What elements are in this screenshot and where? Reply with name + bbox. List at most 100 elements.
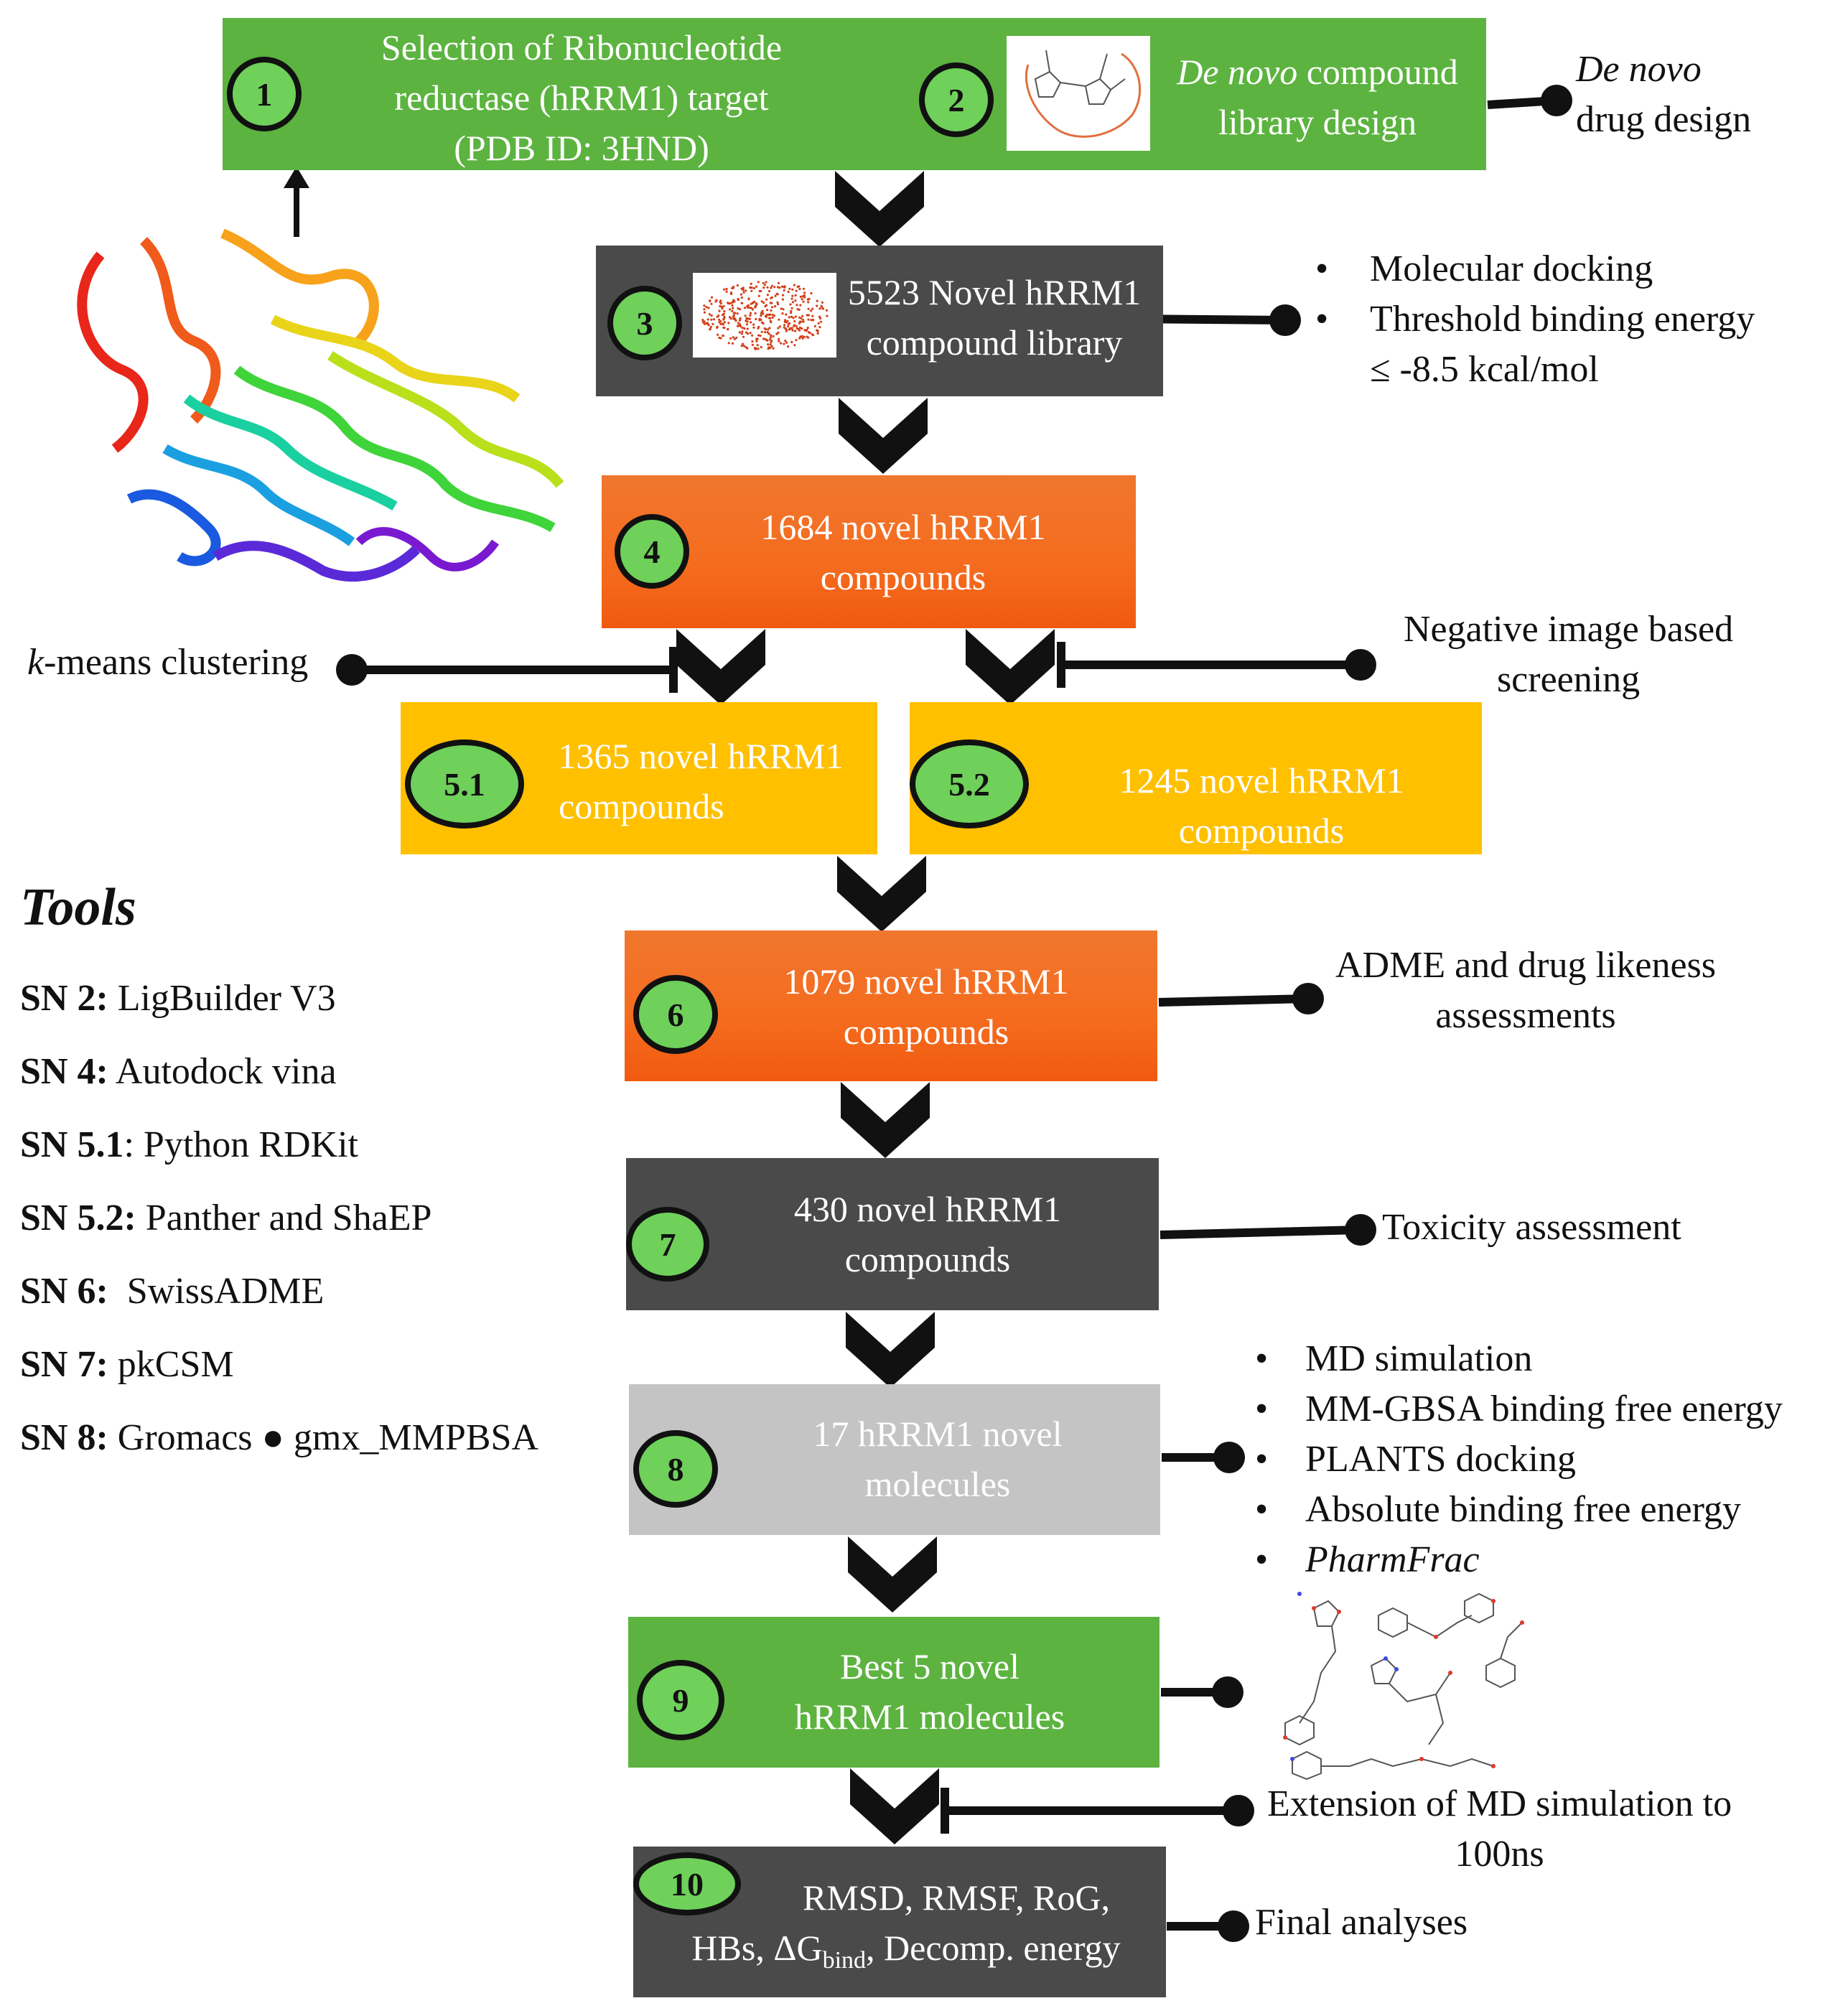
library-point <box>776 301 779 304</box>
library-point <box>749 314 752 317</box>
library-point <box>740 345 743 347</box>
step-5-1-line-1: 1365 novel hRRM1 <box>558 736 844 776</box>
library-point <box>744 314 747 317</box>
connector-molecules-dot <box>1212 1676 1244 1708</box>
step-1-line-1: Selection of Ribonucleotide <box>381 27 783 67</box>
library-point <box>786 325 790 328</box>
library-point <box>821 301 823 304</box>
library-point <box>770 340 773 342</box>
library-point <box>742 342 745 345</box>
library-point <box>743 327 746 330</box>
library-point <box>767 343 770 346</box>
library-point <box>790 309 793 312</box>
library-point <box>722 335 724 337</box>
library-point <box>758 317 761 320</box>
library-point <box>716 333 719 336</box>
library-point <box>770 334 773 337</box>
step-5-1-line-2: compounds <box>559 786 724 826</box>
library-point <box>796 285 799 289</box>
library-point <box>798 287 801 291</box>
library-point <box>794 299 797 302</box>
de-novo-drug-design-label: De novo drug design <box>1576 45 1751 145</box>
library-point <box>737 322 740 325</box>
library-point <box>826 314 829 317</box>
library-point <box>767 347 770 350</box>
step-9-text: Best 5 novel hRRM1 molecules <box>729 1641 1131 1742</box>
library-point <box>778 337 780 340</box>
step-6-box: 6 1079 novel hRRM1 compounds <box>625 930 1157 1081</box>
library-point <box>764 331 767 334</box>
library-point <box>818 326 821 329</box>
library-point <box>707 324 710 327</box>
library-point <box>801 319 805 322</box>
step-5-2-box: 5.2 1245 novel hRRM1 compounds <box>910 702 1482 854</box>
library-point <box>768 338 771 341</box>
step-5-1-badge: 5.1 <box>405 739 524 829</box>
library-point <box>705 306 708 309</box>
library-point <box>774 294 777 297</box>
step-10-text: RMSD, RMSF, RoG, HBs, ΔGbind, Decomp. en… <box>655 1872 1157 1986</box>
extension-line-2: 100ns <box>1455 1834 1544 1875</box>
tool-sn7-key: SN 7: <box>20 1344 108 1385</box>
library-point <box>783 289 785 291</box>
library-point <box>803 335 806 338</box>
step-2-text: De novo compound library design <box>1149 47 1486 147</box>
library-point <box>784 340 787 342</box>
library-point <box>751 334 754 337</box>
library-point <box>760 321 764 324</box>
library-point <box>803 291 806 294</box>
library-point <box>751 343 754 346</box>
connector-negative-image-dot <box>1345 649 1376 681</box>
mmgbsa-item: MM-GBSA binding free energy <box>1255 1384 1783 1434</box>
library-point <box>745 319 747 322</box>
connector-adme-dot <box>1292 983 1324 1014</box>
library-point <box>812 318 815 322</box>
library-point <box>795 289 798 292</box>
library-point <box>757 294 760 297</box>
library-point <box>746 317 749 320</box>
library-point <box>806 335 808 338</box>
library-point <box>752 286 756 289</box>
library-point <box>770 302 773 304</box>
library-point <box>810 309 813 312</box>
library-point <box>766 309 769 312</box>
library-point <box>772 335 775 337</box>
library-point <box>722 318 725 321</box>
negative-image-line-1: Negative image based <box>1404 609 1734 650</box>
step-5-2-line-1: 1245 novel hRRM1 <box>1119 760 1404 801</box>
library-point <box>709 325 712 329</box>
step-10-badge: 10 <box>633 1852 741 1915</box>
step-7-line-1: 430 novel hRRM1 <box>793 1189 1062 1229</box>
library-point <box>711 322 714 325</box>
library-point <box>794 315 797 318</box>
library-point <box>793 319 796 323</box>
step-8-badge: 8 <box>633 1430 718 1508</box>
library-point <box>719 301 722 304</box>
library-point <box>794 330 797 332</box>
library-point <box>750 286 753 289</box>
step-2-line-2: library design <box>1218 102 1417 142</box>
step-8-line-1: 17 hRRM1 novel <box>813 1414 1063 1454</box>
library-point <box>812 334 815 337</box>
library-point <box>766 313 769 316</box>
library-point <box>743 307 747 309</box>
tool-sn8-key: SN 8: <box>20 1417 108 1458</box>
library-point <box>798 320 802 323</box>
library-point <box>780 342 783 345</box>
pharmfrac-text: PharmFrac <box>1305 1539 1480 1580</box>
library-point <box>745 331 747 334</box>
library-point <box>703 320 706 323</box>
md-extension-label: Extension of MD simulation to 100ns <box>1267 1779 1732 1880</box>
library-point <box>802 287 806 290</box>
step-4-badge: 4 <box>615 514 689 589</box>
tool-sn8-value: Gromacs ● gmx_MMPBSA <box>108 1417 538 1458</box>
library-point <box>754 347 757 350</box>
library-point <box>806 328 808 331</box>
library-point <box>727 327 729 330</box>
step-3-box: 3 5523 Novel hRRM1 compound library <box>596 246 1163 396</box>
connector-toxicity-dot <box>1345 1214 1376 1246</box>
library-point <box>742 291 745 294</box>
library-point <box>762 302 765 304</box>
library-point <box>749 286 752 289</box>
library-point <box>734 318 737 321</box>
